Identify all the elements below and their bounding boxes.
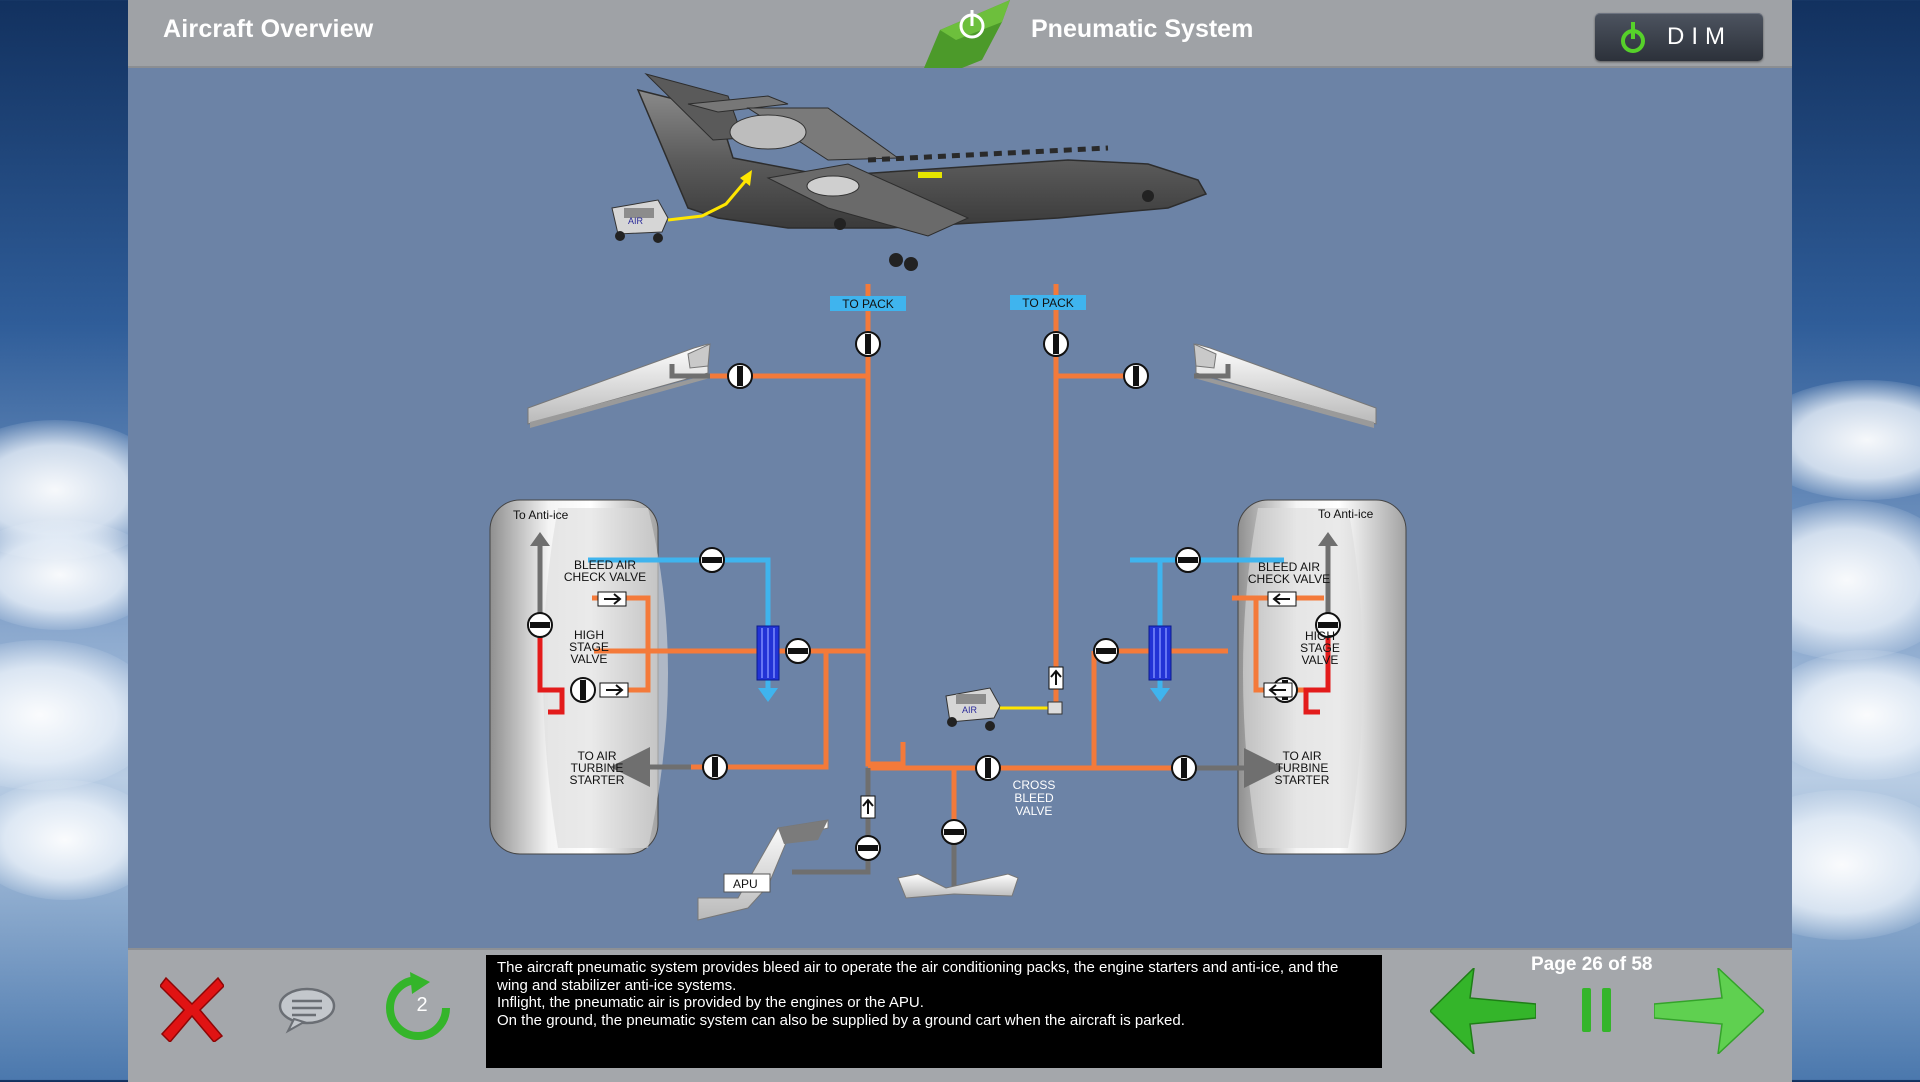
ground-cart-upper-image: AIR — [611, 170, 752, 243]
svg-text:CHECK VALVE: CHECK VALVE — [1248, 572, 1330, 586]
tail-anti-ice-valve — [941, 819, 967, 845]
left-starter-valve — [702, 754, 728, 780]
svg-text:BLEED: BLEED — [1014, 791, 1054, 805]
cross-bleed-valve — [975, 755, 1001, 781]
svg-text:VALVE: VALVE — [1016, 804, 1053, 818]
svg-text:TURBINE: TURBINE — [1276, 761, 1329, 775]
page-indicator: Page 26 of 58 — [1531, 954, 1653, 975]
section-title: Aircraft Overview — [163, 15, 374, 43]
sky-background-left — [0, 0, 128, 1080]
cold-air-arrows — [758, 688, 1170, 702]
left-pack-valve — [855, 331, 881, 357]
apu-bleed-valve — [855, 835, 881, 861]
right-wing-image — [1193, 343, 1377, 428]
ground-cart-lower-label: AIR — [962, 705, 978, 715]
to-anti-ice-left-label: To Anti-ice — [513, 508, 569, 522]
svg-text:VALVE: VALVE — [571, 652, 608, 666]
right-high-stage-check-valve — [1263, 682, 1293, 698]
to-pack-left-label: TO PACK — [842, 297, 894, 311]
svg-text:TO AIR: TO AIR — [577, 749, 616, 763]
svg-text:STARTER: STARTER — [570, 773, 625, 787]
right-wing-anti-ice-valve — [1123, 363, 1149, 389]
pause-icon[interactable] — [1580, 986, 1614, 1034]
right-pack-valve — [1043, 331, 1069, 357]
horizontal-stabilizer-image — [897, 873, 1019, 899]
svg-text:STAGE: STAGE — [569, 640, 609, 654]
header-bar: Aircraft Overview Pneumatic System DIM — [128, 0, 1792, 68]
right-bleed-valve — [1093, 638, 1119, 664]
apu-tail-image: APU — [697, 819, 829, 921]
arrow-left-icon[interactable] — [1430, 968, 1536, 1054]
diagram-area: AIR — [128, 68, 1792, 948]
svg-text:HIGH: HIGH — [1305, 629, 1335, 643]
left-anti-ice-valve — [527, 612, 553, 638]
power-icon — [1621, 22, 1645, 53]
cross-bleed-valve-label: CROSS BLEED VALVE — [1013, 778, 1056, 818]
right-engine-image — [1237, 499, 1407, 855]
airline-tail-logo-icon — [924, 0, 1010, 68]
svg-text:HIGH: HIGH — [574, 628, 604, 642]
svg-text:TURBINE: TURBINE — [571, 761, 624, 775]
dim-button[interactable]: DIM — [1595, 13, 1763, 61]
caption-line: Inflight, the pneumatic air is provided … — [497, 994, 924, 1012]
training-app-window: Aircraft Overview Pneumatic System DIM — [128, 0, 1792, 1082]
dim-button-label: DIM — [1667, 23, 1732, 50]
high-stage-valve-right-label: HIGH STAGE VALVE — [1300, 629, 1340, 667]
left-wing-anti-ice-valve — [727, 363, 753, 389]
right-starter-valve — [1171, 755, 1197, 781]
high-stage-valve-left-label: HIGH STAGE VALVE — [569, 628, 609, 666]
svg-text:STAGE: STAGE — [1300, 641, 1340, 655]
pneumatic-system-diagram: AIR — [489, 73, 1407, 921]
left-engine-image — [489, 499, 668, 855]
replay-count: 2 — [416, 994, 428, 1016]
precooler-right — [1148, 625, 1172, 681]
left-bleed-check-valve — [597, 591, 627, 607]
left-high-stage-valve — [570, 677, 596, 703]
apu-check-valve — [860, 795, 876, 819]
footer-bar: 2 The aircraft pneumatic system provides… — [128, 948, 1792, 1082]
bleed-air-check-valve-left-label: BLEED AIR CHECK VALVE — [564, 558, 646, 584]
left-bleed-valve — [785, 638, 811, 664]
left-wing-image — [527, 343, 711, 428]
ground-cart-lower-image: AIR — [945, 687, 1063, 731]
arrow-right-icon[interactable] — [1654, 968, 1764, 1054]
right-bleed-check-valve — [1267, 591, 1297, 607]
close-x-icon[interactable] — [160, 974, 224, 1042]
svg-text:CHECK VALVE: CHECK VALVE — [564, 570, 646, 584]
precooler-left — [756, 625, 780, 681]
air-turbine-starter-right-label: TO AIR TURBINE STARTER — [1275, 749, 1330, 787]
apu-label: APU — [733, 877, 758, 891]
right-anti-ice-valve — [1315, 612, 1341, 638]
bleed-air-check-valve-right-label: BLEED AIR CHECK VALVE — [1248, 560, 1330, 586]
aircraft-image — [636, 73, 1208, 271]
left-high-stage-check-valve — [599, 682, 629, 698]
cold-air-ducts — [588, 557, 1284, 688]
svg-text:TO AIR: TO AIR — [1282, 749, 1321, 763]
svg-text:VALVE: VALVE — [1302, 653, 1339, 667]
caption-line: On the ground, the pneumatic system can … — [497, 1012, 1185, 1030]
caption-line: The aircraft pneumatic system provides b… — [497, 959, 1339, 994]
svg-text:BLEED AIR: BLEED AIR — [1258, 560, 1320, 574]
svg-text:CROSS: CROSS — [1013, 778, 1056, 792]
replay-arrow-icon[interactable] — [382, 972, 454, 1044]
ground-cart-check-valve — [1048, 666, 1064, 690]
svg-text:STARTER: STARTER — [1275, 773, 1330, 787]
to-pack-left-tag: TO PACK — [830, 296, 906, 311]
to-anti-ice-right-label: To Anti-ice — [1318, 507, 1374, 521]
high-stage-ducts — [537, 638, 1331, 715]
right-fan-air-valve — [1175, 547, 1201, 573]
ground-cart-upper-label: AIR — [628, 216, 644, 226]
page-title: Pneumatic System — [1031, 15, 1254, 43]
sky-background-right — [1792, 0, 1920, 1080]
left-fan-air-valve — [699, 547, 725, 573]
narration-caption-box: The aircraft pneumatic system provides b… — [486, 955, 1382, 1068]
to-pack-right-label: TO PACK — [1022, 296, 1074, 310]
air-turbine-starter-left-label: TO AIR TURBINE STARTER — [570, 749, 625, 787]
anti-ice-arrows — [530, 532, 1338, 546]
speech-bubble-icon[interactable] — [276, 984, 338, 1034]
check-valves — [597, 591, 1297, 819]
svg-text:BLEED AIR: BLEED AIR — [574, 558, 636, 572]
to-pack-right-tag: TO PACK — [1010, 295, 1086, 310]
